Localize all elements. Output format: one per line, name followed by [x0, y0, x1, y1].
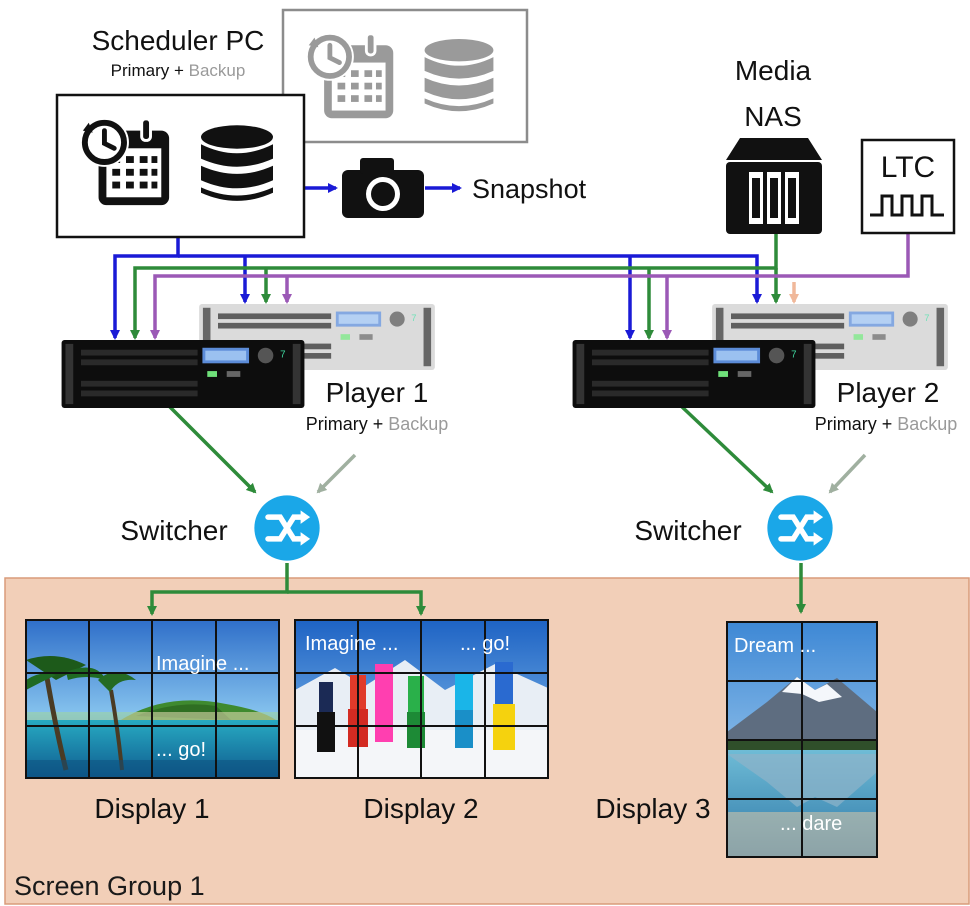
snapshot-node: Snapshot: [342, 158, 587, 218]
display-caption: Dream ...: [734, 635, 816, 657]
display-3: Dream ... ... dare Display 3: [595, 621, 878, 858]
primary-label: Primary: [306, 414, 368, 434]
primary-player-rack: [61, 340, 305, 408]
nas-icon: [726, 138, 822, 234]
scheduler-title: Scheduler PC: [92, 25, 265, 56]
scheduler-primary-box: [55, 93, 306, 239]
ltc-box: [860, 138, 956, 235]
plus-sign: +: [368, 414, 389, 434]
snapshot-label: Snapshot: [472, 174, 587, 204]
nas-label: NAS: [744, 101, 802, 132]
square-wave-icon: [870, 194, 944, 217]
shuffle-icon: [767, 495, 832, 560]
backup-label: Backup: [897, 414, 957, 434]
display-name: Display 3: [595, 793, 710, 824]
camera-icon: [342, 158, 424, 218]
player-subtitle: Primary + Backup: [306, 414, 449, 434]
ltc-source: LTC: [860, 138, 956, 235]
display-1-bezels: [25, 619, 280, 779]
scheduler-subtitle: Primary + Backup: [111, 61, 246, 80]
display-2: Imagine ... ... go! Display 2: [294, 619, 549, 824]
display-name: Display 2: [363, 793, 478, 824]
primary-label: Primary: [815, 414, 877, 434]
media-nas: Media NAS: [726, 55, 822, 234]
player-subtitle: Primary + Backup: [815, 414, 958, 434]
display-1: Imagine ... ... go! Display 1: [25, 619, 280, 824]
media-label: Media: [735, 55, 812, 86]
display-name: Display 1: [94, 793, 209, 824]
scheduler-pc: Scheduler PC Primary + Backup: [55, 8, 529, 239]
player-2: Player 2 Primary + Backup: [572, 304, 958, 434]
plus-sign: +: [877, 414, 898, 434]
primary-label: Primary: [111, 61, 170, 80]
backup-label: Backup: [388, 414, 448, 434]
display-2-bezels: [294, 619, 549, 779]
player-name: Player 1: [326, 377, 429, 408]
player-name: Player 2: [837, 377, 940, 408]
shuffle-icon: [254, 495, 319, 560]
switcher-2: Switcher: [634, 495, 832, 560]
plus-sign: +: [169, 61, 188, 80]
switcher-1: Switcher: [120, 495, 319, 560]
switcher-label: Switcher: [120, 515, 227, 546]
primary-player-rack: [572, 340, 816, 408]
display-caption: ... dare: [780, 813, 842, 835]
display-caption: ... go!: [460, 633, 510, 655]
backup-label: Backup: [189, 61, 246, 80]
player-1: Player 1 Primary + Backup: [61, 304, 449, 434]
display-caption: ... go!: [156, 739, 206, 761]
screen-group-label: Screen Group 1: [14, 871, 205, 901]
connection-lines: [110, 183, 910, 616]
switcher-label: Switcher: [634, 515, 741, 546]
display-caption: Imagine ...: [305, 633, 398, 655]
display-3-bezels: [726, 621, 878, 858]
ltc-label: LTC: [881, 151, 935, 184]
display-caption: Imagine ...: [156, 653, 249, 675]
